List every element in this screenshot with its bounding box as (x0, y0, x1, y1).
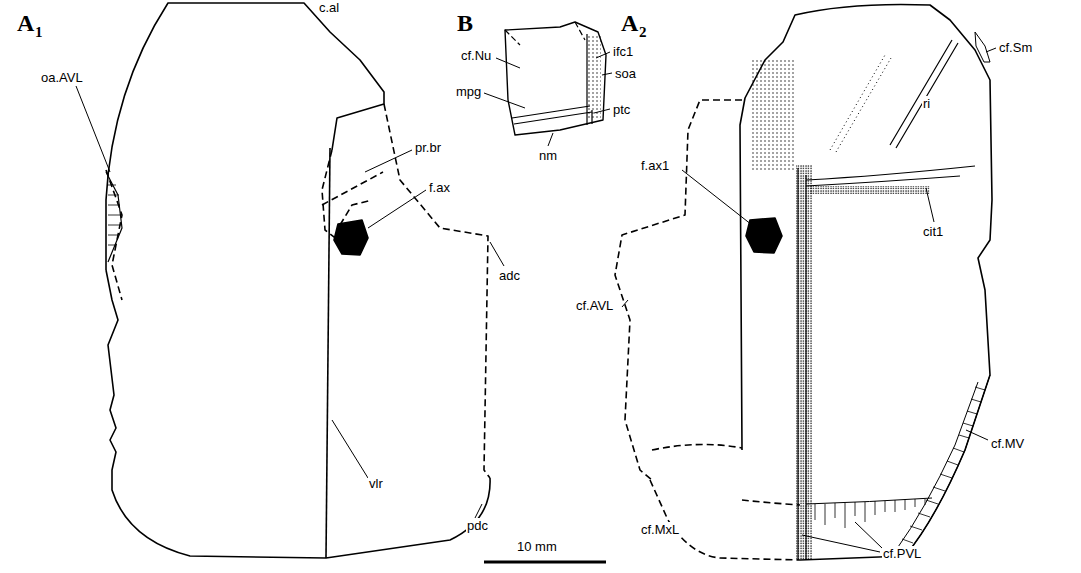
part-label: cf.PVL (882, 546, 922, 561)
part-label: ri (922, 96, 931, 111)
scale-label: 10 mm (516, 539, 558, 554)
part-label: cf.AVL (575, 298, 614, 313)
part-label: cf.MxL (640, 522, 680, 537)
contact-face (896, 375, 990, 556)
panel-letter: A (16, 10, 35, 36)
restored-outline (615, 100, 742, 480)
part-label: oa.AVL (40, 70, 84, 85)
hatching (815, 499, 925, 528)
panel-letter: A (620, 10, 639, 36)
groove (587, 34, 592, 125)
stippled-area (752, 60, 796, 170)
part-label: c.al (318, 0, 340, 15)
fragment-outline (505, 22, 606, 135)
part-label: f.ax (428, 180, 451, 195)
restored-outline (384, 104, 490, 478)
ventral-ridge (326, 148, 330, 558)
contact-face (975, 32, 990, 62)
plate-outline (106, 3, 384, 270)
part-label: f.ax1 (640, 158, 670, 173)
part-label: mpg (455, 84, 482, 99)
foramen (746, 218, 782, 253)
hatching (108, 185, 121, 245)
scale-bar (484, 561, 606, 564)
groove (798, 168, 806, 560)
panel-index: 1 (34, 24, 44, 40)
foramen (334, 220, 368, 255)
part-label: soa (614, 66, 637, 81)
restored-outline (650, 480, 800, 560)
groove (512, 106, 592, 124)
groove-stipple (796, 165, 812, 560)
part-label: pdc (466, 518, 489, 533)
part-label: cit1 (922, 224, 944, 239)
plate-outline (740, 4, 992, 560)
groove (806, 166, 975, 186)
panel-letter: B (456, 10, 474, 36)
plate-outline (106, 270, 490, 558)
contact-face (806, 498, 932, 504)
restored-outline (505, 22, 585, 45)
part-label: vlr (368, 476, 384, 491)
part-label: ptc (612, 102, 631, 117)
ridge-dotted (830, 55, 891, 152)
restored-outline (322, 172, 383, 225)
part-label: cf.Sm (998, 40, 1033, 55)
part-label: pr.br (414, 140, 442, 155)
hatching (902, 387, 985, 543)
stippled-area (587, 34, 601, 120)
part-label: nm (538, 148, 558, 163)
ridge (890, 40, 958, 148)
restored-outline (652, 444, 742, 450)
restored-outline (106, 170, 122, 300)
leader-line (76, 48, 996, 552)
part-label: adc (498, 268, 521, 283)
restored-outline (322, 150, 338, 240)
restored-outline (742, 500, 800, 505)
panel-index: 2 (638, 24, 648, 40)
part-label: cf.MV (990, 436, 1025, 451)
overlap-area (106, 172, 122, 262)
groove-stipple (810, 186, 930, 194)
part-label: ifc1 (612, 44, 634, 59)
part-label: cf.Nu (460, 48, 492, 63)
